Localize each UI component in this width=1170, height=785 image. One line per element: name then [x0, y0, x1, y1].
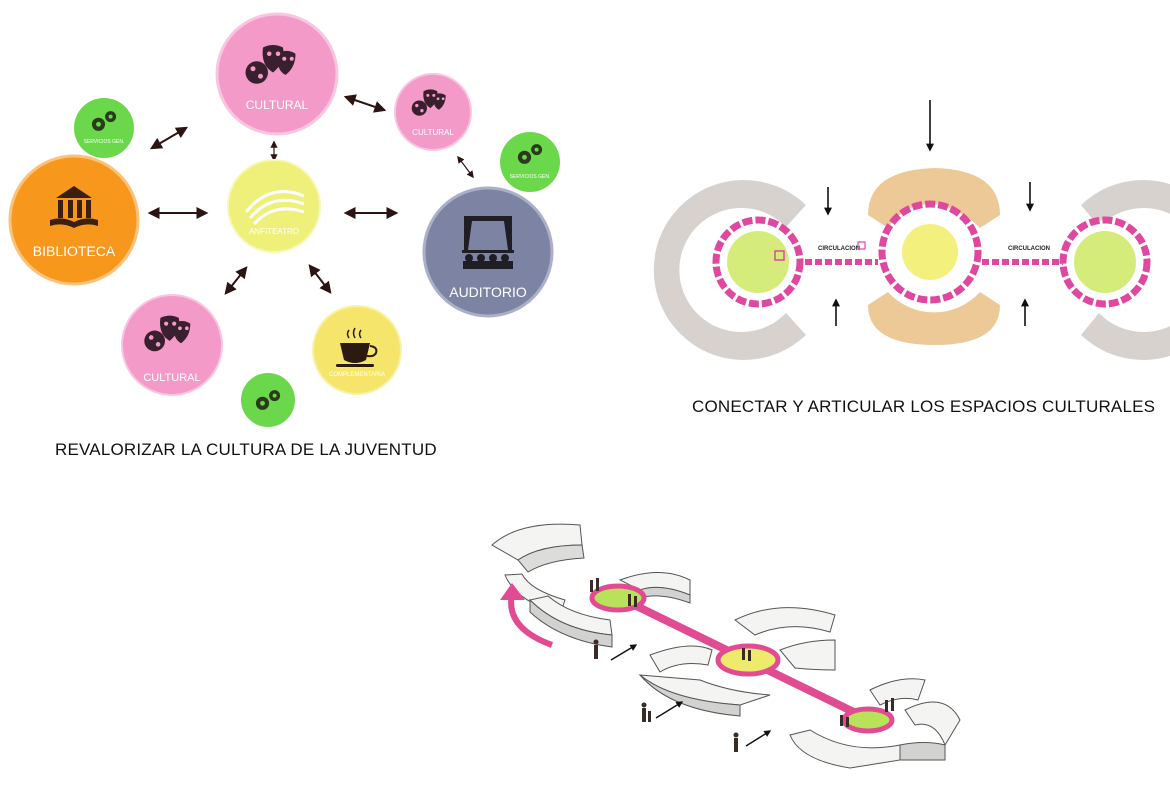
node-complementaria: COMPLEMENTARIA — [312, 305, 402, 395]
node-label: SERVICIOS GEN. — [84, 139, 125, 145]
library-icon — [50, 186, 98, 228]
node-servicio-bottom — [241, 373, 295, 427]
amphitheater-icon — [244, 190, 305, 226]
circulation-label: CIRCULACION — [818, 246, 860, 252]
node-servicio-left: SERVICIOS GEN. — [74, 98, 134, 158]
coffee-cup-icon — [336, 327, 378, 367]
perspective-drawing — [491, 523, 961, 769]
node-label: SERVICIOS GEN. — [510, 174, 551, 180]
node-label: COMPLEMENTARIA — [329, 372, 385, 378]
caption-revalorizar: REVALORIZAR LA CULTURA DE LA JUVENTUD — [55, 440, 437, 459]
circulation-label: CIRCULACION — [1008, 246, 1050, 252]
stage-audience-icon — [462, 216, 514, 269]
node-cultural-bottom: CULTURAL — [121, 294, 223, 396]
node-label: BIBLIOTECA — [33, 243, 116, 259]
node-auditorio: AUDITORIO — [422, 186, 554, 318]
node-label: AUDITORIO — [449, 284, 527, 300]
connection-arrows — [147, 94, 474, 295]
node-servicio-right: SERVICIOS GEN. — [500, 132, 560, 192]
node-cultural-right: CULTURAL — [394, 73, 472, 151]
node-cultural-top: CULTURAL — [215, 12, 339, 136]
node-label: CULTURAL — [412, 128, 454, 137]
rotation-arrow — [508, 593, 554, 648]
connection-plan: CIRCULACION CIRCULACION — [653, 100, 1170, 360]
access-arrows — [824, 100, 1034, 326]
people-figures — [590, 578, 894, 752]
node-label: ANFITEATRO — [249, 227, 299, 236]
node-biblioteca: BIBLIOTECA — [8, 154, 140, 286]
node-label: CULTURAL — [246, 98, 309, 112]
node-anfiteatro: ANFITEATRO — [227, 159, 321, 253]
node-label: CULTURAL — [143, 372, 200, 384]
caption-conectar: CONECTAR Y ARTICULAR LOS ESPACIOS CULTUR… — [692, 397, 1156, 416]
